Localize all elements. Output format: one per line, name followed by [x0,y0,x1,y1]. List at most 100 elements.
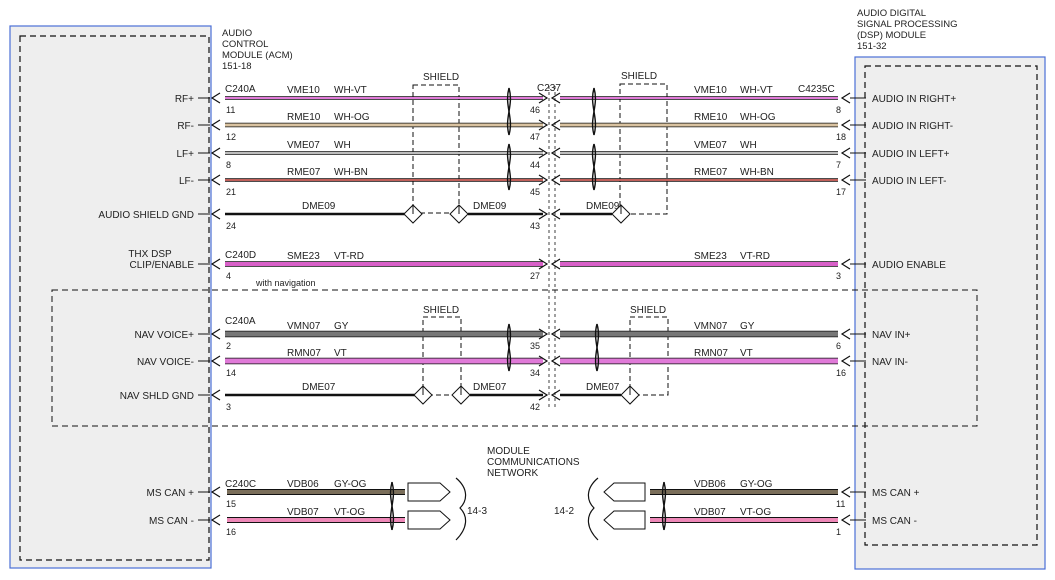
network-brace-left [455,477,467,541]
circuit-label-left: VDB07 [287,507,319,518]
circuit-label-right: RMN07 [694,348,728,359]
dsp-pin-number: 18 [836,132,846,142]
mid-arrow-left [538,389,549,401]
acm-signal-label: RF+ [175,94,194,105]
circuit-label-left: VDB06 [287,479,319,490]
color-code-right: GY-OG [740,479,773,490]
dsp-title-line-3: (DSP) MODULE [857,30,926,41]
dsp-pin-arrow [840,328,851,340]
acm-pin-number: 11 [226,105,235,115]
shield-label-nav-left: SHIELD [423,305,459,316]
network-arrow-left [407,482,451,502]
network-label-line-2: COMMUNICATIONS [487,457,580,468]
navigation-option-region [51,289,978,427]
circuit-label-left: VME07 [287,140,320,151]
circuit-label-left: VME10 [287,85,320,96]
dsp-pin-number: 3 [836,271,841,281]
ref-left: 14-3 [467,506,487,517]
acm-pin-number: 12 [226,132,236,142]
acm-pin-arrow [210,119,221,131]
circuit-label-right: VDB07 [694,507,726,518]
dsp-signal-label: AUDIO IN RIGHT+ [872,94,956,105]
network-brace-right [587,477,599,541]
circuit-label-right: VME10 [694,85,727,96]
circuit-label-right: SME23 [694,251,727,262]
mid-arrow-right [550,389,561,401]
dsp-pin-arrow [840,355,851,367]
acm-signal-label: LF- [179,176,194,187]
mid-arrow-left [538,355,549,367]
network-label-line-1: MODULE [487,446,530,457]
twist-marker-rf-right-b [591,87,597,136]
shield-label-audio-right: SHIELD [621,71,657,82]
mid-pin-number: 45 [530,187,540,197]
connector-c240a-nav: C240A [225,316,256,327]
color-code-left: VT-OG [334,507,365,518]
with-navigation-label: with navigation [255,278,316,288]
color-code-right: WH [740,140,757,151]
dsp-pin-arrow [840,486,851,498]
acm-signal-label: MS CAN - [149,516,194,527]
circuit-label-left: DME09 [302,201,336,212]
mid-arrow-left [538,174,549,186]
circuit-label-right: VDB06 [694,479,726,490]
color-code-right: GY [740,321,755,332]
connector-c4235c: C4235C [798,84,835,95]
acm-pin-number: 14 [226,368,236,378]
mid-arrow-left [538,147,549,159]
circuit-label-right: VMN07 [694,321,728,332]
dsp-pin-number: 1 [836,527,841,537]
dsp-pin-number: 17 [836,187,846,197]
circuit-label-mid: DME07 [473,382,507,393]
dsp-signal-label: MS CAN + [872,488,920,499]
twist-marker-can-right-b [661,481,667,531]
acm-signal-label: NAV SHLD GND [120,391,194,402]
circuit-label-left: VMN07 [287,321,321,332]
dsp-pin-arrow [840,514,851,526]
color-code-right: VT [740,348,753,359]
acm-pin-arrow [210,174,221,186]
dsp-module-box [854,56,1046,570]
mid-arrow-right [550,328,561,340]
mid-pin-number: 35 [530,341,540,351]
acm-pin-arrow [210,92,221,104]
acm-pin-number: 2 [226,341,231,351]
acm-pin-arrow [210,355,221,367]
dsp-signal-label: NAV IN+ [872,330,911,341]
circuit-label-left: SME23 [287,251,320,262]
acm-pin-arrow [210,328,221,340]
dsp-title-line-2: SIGNAL PROCESSING [857,19,957,30]
dsp-signal-label: AUDIO IN RIGHT- [872,121,953,132]
mid-pin-number: 43 [530,221,540,231]
dsp-signal-label: AUDIO ENABLE [872,260,946,271]
mid-arrow-right [550,174,561,186]
color-code-right: WH-VT [740,85,773,96]
dsp-signal-label: NAV IN- [872,357,908,368]
dsp-pin-arrow [840,258,851,270]
acm-pin-number: 15 [226,499,236,509]
mid-arrow-left [538,328,549,340]
dsp-signal-label: AUDIO IN LEFT+ [872,149,950,160]
mid-arrow-right [550,119,561,131]
color-code-left: VT [334,348,347,359]
circuit-label-right: VME07 [694,140,727,151]
mid-pin-number: 46 [530,105,540,115]
acm-module-box [9,25,212,569]
color-code-right: VT-OG [740,507,771,518]
mid-arrow-right [550,208,561,220]
circuit-label-right: DME09 [586,201,620,212]
circuit-label-left: RME07 [287,167,321,178]
shield-box-nav-right [629,316,669,396]
dsp-title-line-1: AUDIO DIGITAL [857,8,926,19]
mid-arrow-left [538,208,549,220]
dsp-pin-number: 8 [836,105,841,115]
network-arrow-right [603,510,646,530]
acm-pin-arrow [210,258,221,270]
dsp-pin-number: 6 [836,341,841,351]
network-arrow-left [407,510,451,530]
acm-pin-number: 24 [226,221,236,231]
mid-arrow-left [538,92,549,104]
mid-pin-number: 42 [530,402,540,412]
